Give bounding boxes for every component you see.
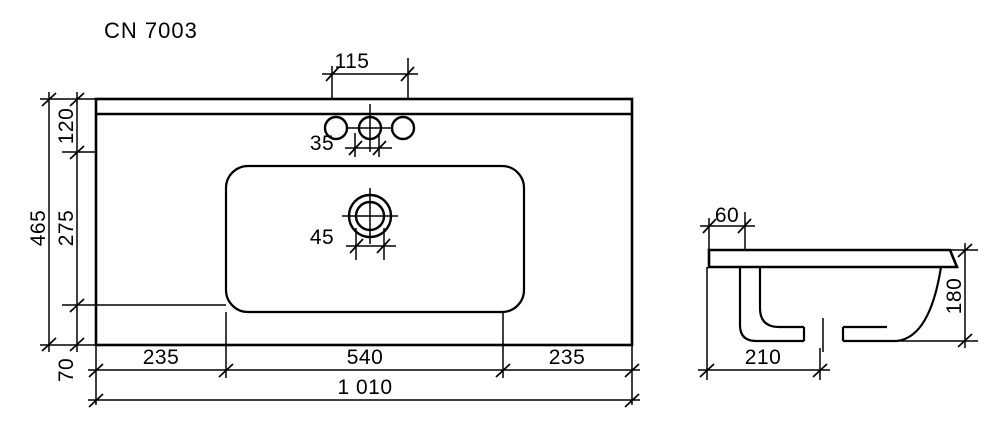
dim-label-235-right: 235: [549, 346, 586, 369]
tick-chain-bottom: [69, 337, 85, 352]
tick-45-right: [376, 238, 391, 254]
tick-chain-top: [69, 92, 85, 107]
tick-chain-120: [69, 145, 85, 160]
dim-label-35: 35: [310, 132, 334, 155]
tick-total-left: [88, 393, 104, 408]
tick-chain-275: [69, 298, 85, 313]
dim-label-275: 275: [55, 210, 78, 247]
faucet-hole-right-icon: [390, 115, 416, 141]
dim-label-235-left: 235: [143, 346, 180, 369]
tick-chain-x-3: [495, 363, 511, 378]
tick-115-left: [325, 66, 340, 82]
tick-465-top: [41, 92, 57, 107]
tick-210-left: [699, 363, 715, 378]
bowl-inner-left-wall: [758, 267, 804, 329]
dim-label-115: 115: [335, 50, 370, 73]
page-title: CN 7003: [104, 18, 198, 43]
dim-label-210: 210: [745, 346, 782, 369]
bowl-bottom-right-curve: [843, 266, 943, 343]
faucet-hole-left-icon: [323, 115, 349, 141]
tick-60-right: [737, 218, 752, 234]
top-view-group: 115 35 45 465: [27, 50, 640, 408]
tick-35-left: [348, 140, 363, 156]
tick-45-left: [349, 238, 364, 254]
dim-label-1010: 1 010: [337, 376, 392, 399]
tick-60-left: [702, 218, 717, 234]
tick-chain-x-1: [88, 363, 104, 378]
tick-210-right: [812, 363, 828, 378]
tick-35-right: [372, 140, 387, 156]
side-view-group: 60 180 210: [698, 204, 978, 380]
tick-465-bottom: [41, 337, 57, 352]
tick-180-bottom: [957, 333, 973, 348]
tick-total-right: [624, 393, 640, 408]
countertop-outline: [94, 97, 634, 347]
dim-label-45: 45: [310, 226, 334, 249]
slab-section: [707, 248, 959, 269]
dim-label-70: 70: [55, 358, 78, 382]
tick-115-right: [400, 66, 415, 82]
tick-180-top: [957, 243, 973, 258]
tick-chain-x-4: [624, 363, 640, 378]
dim-label-180: 180: [943, 278, 966, 315]
dim-label-540: 540: [347, 346, 384, 369]
tick-chain-x-2: [218, 363, 234, 378]
dim-label-465: 465: [27, 210, 50, 247]
dim-label-120: 120: [55, 108, 78, 145]
dim-label-60: 60: [715, 204, 739, 227]
basin-outline: [224, 164, 526, 314]
bowl-outer-left-wall: [738, 267, 804, 343]
